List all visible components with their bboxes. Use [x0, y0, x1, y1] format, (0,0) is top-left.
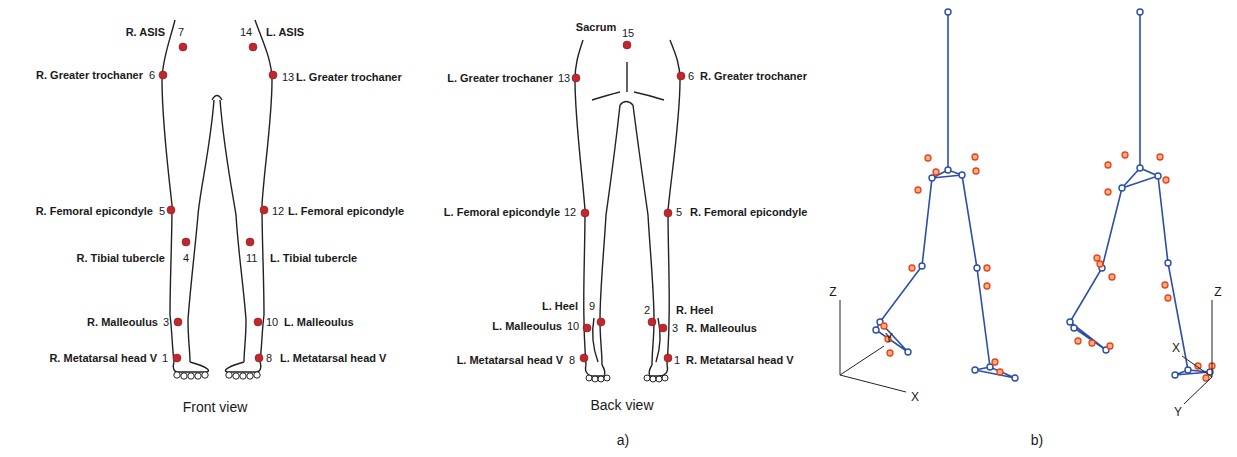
stick-figure-left — [876, 12, 1015, 378]
marker-dots — [159, 41, 685, 362]
callout-number: 13 — [282, 72, 294, 83]
marker-label: L. Malleoulus — [492, 321, 562, 332]
axis-triads — [840, 300, 1212, 404]
marker-label: L. Femoral epicondyle — [288, 206, 404, 217]
axis-label: Z — [829, 286, 836, 298]
axis-label: X — [911, 391, 919, 403]
marker-label: R. Greater trochaner — [36, 70, 143, 81]
callout-number: 8 — [266, 353, 272, 364]
callout-number: 13 — [558, 73, 570, 84]
marker-label: R. Metatarsal head V — [49, 353, 157, 364]
axis-label: Y — [1174, 406, 1182, 418]
callout-number: 2 — [644, 305, 650, 316]
marker-label: R. Femoral epicondyle — [36, 206, 153, 217]
marker-label: R. Malleoulus — [87, 317, 158, 328]
panel-label: b) — [1031, 433, 1043, 447]
marker-label: R. Greater trochaner — [700, 71, 807, 82]
callout-number: 9 — [589, 301, 595, 312]
callout-number: 12 — [564, 207, 576, 218]
callout-number: 11 — [246, 253, 257, 264]
front-toes — [174, 372, 260, 379]
marker-label: L. Metatarsal head V — [280, 353, 386, 364]
view-caption: Front view — [183, 400, 248, 414]
marker-label: R. Metatarsal head V — [686, 355, 794, 366]
callout-number: 6 — [149, 70, 155, 81]
marker-label: Sacrum — [576, 22, 616, 33]
marker-label: L. Greater trochaner — [447, 73, 553, 84]
marker-label: L. Malleoulus — [284, 317, 354, 328]
joint-nodes — [873, 9, 1213, 381]
callout-number: 4 — [183, 253, 189, 264]
front-legs — [162, 20, 272, 372]
marker-label: R. Heel — [676, 305, 713, 316]
callout-number: 5 — [159, 206, 165, 217]
panel-label: a) — [617, 433, 629, 447]
callout-number: 3 — [163, 317, 169, 328]
back-legs — [575, 40, 680, 376]
marker-label: R. Malleoulus — [686, 323, 757, 334]
marker-label: L. Greater trochaner — [296, 72, 402, 83]
marker-label: R. Femoral epicondyle — [690, 207, 807, 218]
axis-label: Y — [885, 332, 893, 344]
stick-figure-right — [1070, 12, 1210, 375]
callout-number: 1 — [162, 353, 168, 364]
callout-number: 5 — [676, 207, 682, 218]
marker-label: R. ASIS — [126, 27, 165, 38]
marker-label: L. Tibial tubercle — [270, 253, 357, 264]
callout-number: 10 — [567, 321, 579, 332]
callout-number: 15 — [622, 28, 634, 39]
marker-label: L. ASIS — [266, 27, 304, 38]
back-toes — [586, 375, 668, 382]
marker-label: L. Metatarsal head V — [457, 355, 563, 366]
callout-number: 6 — [688, 71, 694, 82]
callout-number: 3 — [672, 323, 678, 334]
callout-number: 14 — [240, 27, 252, 38]
callout-number: 12 — [272, 206, 284, 217]
axis-label: X — [1172, 342, 1180, 354]
callout-number: 7 — [178, 27, 184, 38]
marker-label: L. Heel — [542, 301, 578, 312]
view-caption: Back view — [590, 398, 653, 412]
callout-number: 1 — [674, 355, 680, 366]
callout-number: 8 — [569, 355, 575, 366]
marker-label: R. Tibial tubercle — [77, 253, 165, 264]
marker-label: L. Femoral epicondyle — [444, 207, 560, 218]
callout-number: 10 — [266, 317, 278, 328]
measured-markers — [881, 152, 1215, 381]
axis-label: Z — [1214, 286, 1221, 298]
